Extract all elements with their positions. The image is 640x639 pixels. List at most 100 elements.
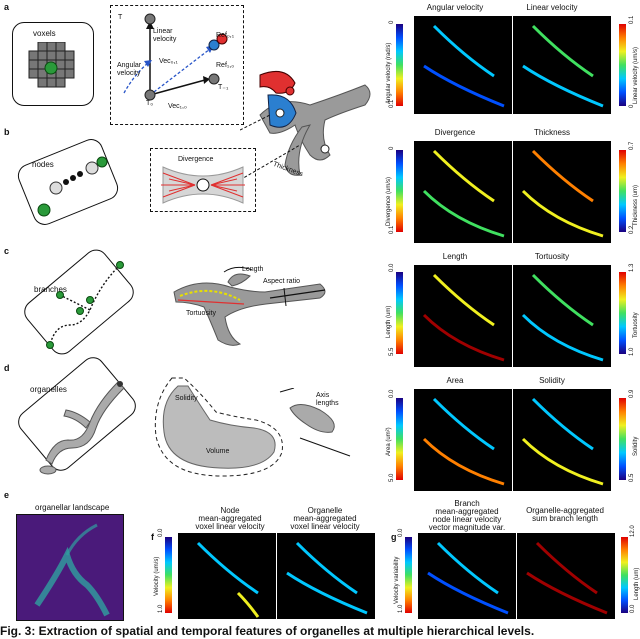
voxels-box: [12, 22, 94, 106]
map-title-length: Length: [442, 252, 468, 261]
voxels-label: voxels: [33, 29, 56, 38]
length-axis-label: Length (um): [386, 305, 392, 338]
organelle-3d-shape: [240, 70, 371, 181]
g-right-min: 0.0: [630, 604, 636, 613]
ref10-label: Ref₁,₀: [216, 62, 235, 69]
map-node-velocity: [178, 533, 276, 619]
colorbar-g-left: [405, 537, 412, 613]
map-divergence: [414, 141, 512, 243]
divergence-min: 0: [389, 146, 395, 150]
panel-label-g: g: [391, 532, 397, 542]
panel-label-d: d: [4, 363, 10, 373]
voxel-grid: [28, 42, 75, 88]
tortuosity-label: Tortuosity: [186, 310, 216, 317]
thickness-min: 0.2: [629, 225, 635, 234]
map-length: [414, 265, 512, 367]
branches-diagram: [46, 261, 124, 349]
map-thickness: [513, 141, 611, 243]
solidity-axis-label: Solidity: [633, 436, 639, 456]
vec10-label: Vec₁,₀: [168, 103, 187, 110]
T1-label: T₋₁: [218, 84, 229, 91]
area-axis-label: Area (um²): [386, 427, 392, 456]
organelles-diagram: [39, 381, 125, 475]
g-right-title: Organelle-aggregated sum branch length: [526, 506, 604, 523]
map-branch-velocity-var: [418, 533, 516, 619]
linear-velocity-min: 0: [629, 104, 635, 108]
colorbar-g-right: [621, 537, 628, 613]
ref01-label: Ref₀,₁: [216, 32, 235, 39]
f-left-title: Node mean-aggregated voxel linear veloci…: [195, 506, 265, 531]
length-label: Length: [242, 266, 264, 273]
solidity-max: 0.9: [629, 389, 635, 398]
divergence-box: [150, 148, 256, 212]
area-min: 0.0: [389, 389, 395, 398]
solidity-label: Solidity: [175, 395, 198, 402]
organelles-label: organelles: [30, 385, 67, 394]
tortuosity-max: 1.3: [629, 263, 635, 272]
f-min: 0.0: [158, 528, 164, 537]
nodes-label: nodes: [32, 160, 54, 169]
f-axis-label: Velocity (um/s): [154, 556, 160, 596]
area-max: 5.0: [389, 473, 395, 482]
angular-velocity-min: 0: [389, 20, 395, 24]
angular-velocity-label: Angular velocity: [117, 62, 142, 77]
colorbar-linear-velocity: [619, 24, 626, 106]
branches-label: branches: [34, 285, 67, 294]
colorbar-area: [396, 398, 403, 480]
tortuosity-axis-label: Tortuosity: [633, 312, 639, 338]
branch-shape-diagram: [173, 266, 326, 346]
colorbar-length: [396, 272, 403, 354]
length-max: 5.5: [389, 347, 395, 356]
aspect-ratio-label: Aspect ratio: [263, 278, 300, 285]
divergence-axis-label: Divergence (um/s): [386, 176, 392, 226]
panel-label-f: f: [151, 532, 154, 542]
colorbar-solidity: [619, 398, 626, 480]
panel-label-a: a: [4, 2, 10, 12]
map-tortuosity: [513, 265, 611, 367]
f-max: 1.0: [158, 604, 164, 613]
panel-label-c: c: [4, 246, 10, 256]
map-title-angular-velocity: Angular velocity: [426, 3, 484, 12]
map-title-divergence: Divergence: [434, 128, 476, 137]
colorbar-angular-velocity: [396, 24, 403, 106]
map-title-tortuosity: Tortuosity: [534, 252, 570, 261]
length-min: 0.0: [389, 263, 395, 272]
g-right-axis-label: Length (um): [634, 567, 640, 600]
panel-label-e: e: [4, 490, 10, 500]
solidity-shape: [154, 377, 283, 477]
divergence-max: 0.1: [389, 225, 395, 234]
solidity-min: 0.5: [629, 473, 635, 482]
colorbar-f: [165, 537, 172, 613]
map-area: [414, 389, 512, 491]
g-left-title: Branch mean-aggregated node linear veloc…: [428, 499, 506, 532]
thickness-axis-label: Thickness (um): [633, 184, 639, 226]
axis-lengths-label: Axis lengths: [316, 392, 339, 407]
map-title-solidity: Solidity: [539, 376, 565, 385]
linear-velocity-label: Linear velocity: [153, 28, 177, 43]
colorbar-tortuosity: [619, 272, 626, 354]
organellar-landscape-image: [16, 514, 124, 621]
thickness-max: 0.7: [629, 141, 635, 150]
tortuosity-min: 1.0: [629, 347, 635, 356]
g-left-axis-label: Velocity variability: [394, 556, 400, 604]
map-angular-velocity: [414, 16, 512, 114]
map-solidity: [513, 389, 611, 491]
divergence-diagram: [161, 166, 245, 204]
nodes-diagram: [37, 156, 108, 217]
map-title-thickness: Thickness: [533, 128, 570, 137]
velocity-vector-diagram: [123, 13, 228, 101]
colorbar-divergence: [396, 150, 403, 232]
landscape-title: organellar landscape: [35, 503, 110, 512]
map-organelle-velocity: [277, 533, 375, 619]
map-title-linear-velocity: Linear velocity: [526, 3, 578, 12]
T0-label: T₀: [146, 100, 154, 107]
g-left-max: 1.0: [398, 604, 404, 613]
axis-lengths-shape: [279, 388, 351, 457]
colorbar-thickness: [619, 150, 626, 232]
f-right-title: Organelle mean-aggregated voxel linear v…: [290, 506, 360, 531]
figure-caption: Fig. 3: Extraction of spatial and tempor…: [0, 624, 535, 638]
volume-label: Volume: [206, 448, 230, 455]
map-linear-velocity: [513, 16, 611, 114]
velocity-diagram-box: [110, 5, 244, 125]
map-sum-branch-length: [517, 533, 615, 619]
